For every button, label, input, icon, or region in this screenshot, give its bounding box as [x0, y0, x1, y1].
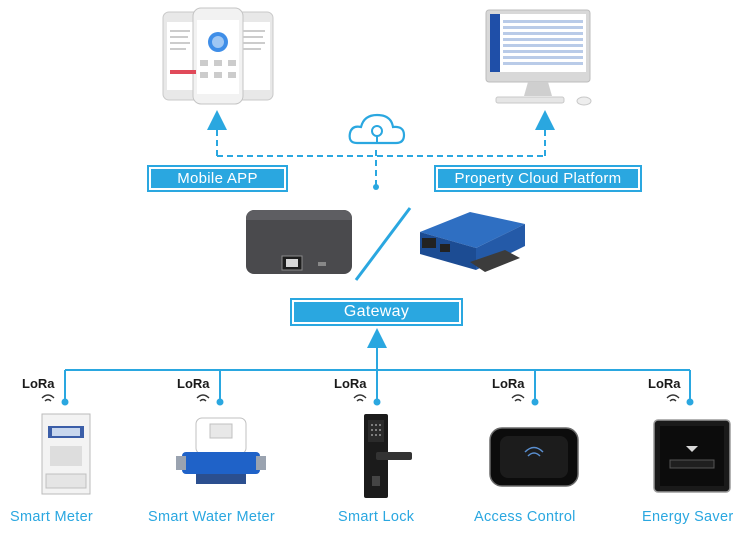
device-label-energy-saver: Energy Saver [642, 509, 734, 525]
lora-label-1: LoRa [22, 376, 55, 391]
mobile-phones-image [162, 7, 274, 105]
energy-saver-image [653, 419, 731, 493]
cloud-platform-label: Property Cloud Platform [434, 165, 642, 192]
wifi-signal-icon [41, 394, 680, 402]
smart-lock-image [364, 414, 412, 498]
mobile-app-label: Mobile APP [147, 165, 288, 192]
lora-label-3: LoRa [334, 376, 367, 391]
gateway-box-image [246, 210, 352, 274]
smart-meter-image [41, 413, 91, 495]
device-label-access-control: Access Control [474, 509, 576, 525]
lora-label-4: LoRa [492, 376, 525, 391]
lora-label-5: LoRa [648, 376, 681, 391]
lora-label-2: LoRa [177, 376, 210, 391]
device-label-smart-water-meter: Smart Water Meter [148, 509, 276, 525]
access-control-image [489, 427, 579, 487]
cloud-dashed-links [207, 110, 555, 186]
water-meter-image [176, 417, 266, 484]
desktop-computer-image [485, 9, 592, 106]
cloud-lock-icon [348, 113, 406, 145]
device-label-smart-meter: Smart Meter [10, 509, 94, 525]
device-label-smart-lock: Smart Lock [338, 509, 415, 525]
lora-gateway-module-image [420, 212, 525, 272]
cloud-link-node [373, 184, 379, 190]
gateway-label: Gateway [290, 298, 463, 326]
divider-slash [354, 207, 412, 281]
